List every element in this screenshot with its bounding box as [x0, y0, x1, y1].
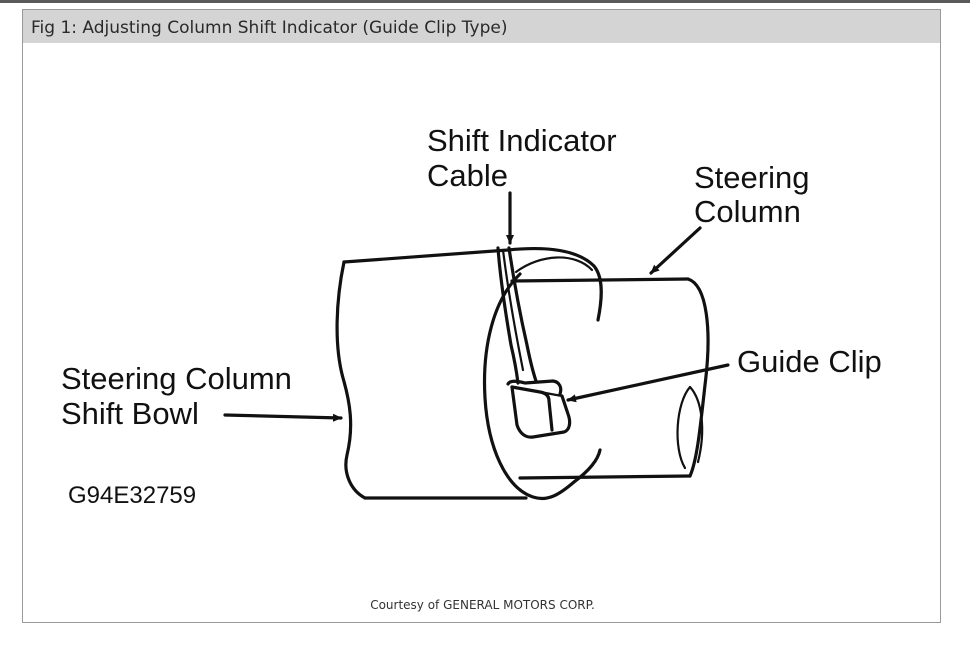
arrow-shift-bowl: [223, 413, 343, 422]
label-shift-bowl-line1: Steering Column: [61, 361, 292, 396]
label-shift-indicator-line2: Cable: [427, 158, 508, 193]
leader-arrows: [223, 191, 730, 422]
label-shift-bowl-line2: Shift Bowl: [61, 396, 199, 431]
arrow-steering-column: [649, 226, 702, 275]
top-rule: [0, 0, 970, 3]
figure-credit: Courtesy of GENERAL MOTORS CORP.: [370, 598, 595, 612]
indicator-cable-shape: [496, 246, 538, 385]
caption-bar: Fig 1: Adjusting Column Shift Indicator …: [23, 10, 940, 43]
label-shift-indicator-line1: Shift Indicator: [427, 123, 617, 158]
figure-code: G94E32759: [68, 482, 196, 509]
label-steering-column-line2: Column: [694, 194, 801, 229]
shift-bowl-shape: [335, 246, 603, 501]
label-guide-clip: Guide Clip: [737, 344, 882, 379]
figure-caption: Fig 1: Adjusting Column Shift Indicator …: [31, 18, 508, 38]
figure-frame: Fig 1: Adjusting Column Shift Indicator …: [22, 9, 941, 623]
guide-clip-shape: [506, 379, 572, 439]
arrow-guide-clip: [566, 363, 730, 403]
label-steering-column-line1: Steering: [694, 160, 809, 195]
steering-column-shape: [510, 277, 710, 480]
